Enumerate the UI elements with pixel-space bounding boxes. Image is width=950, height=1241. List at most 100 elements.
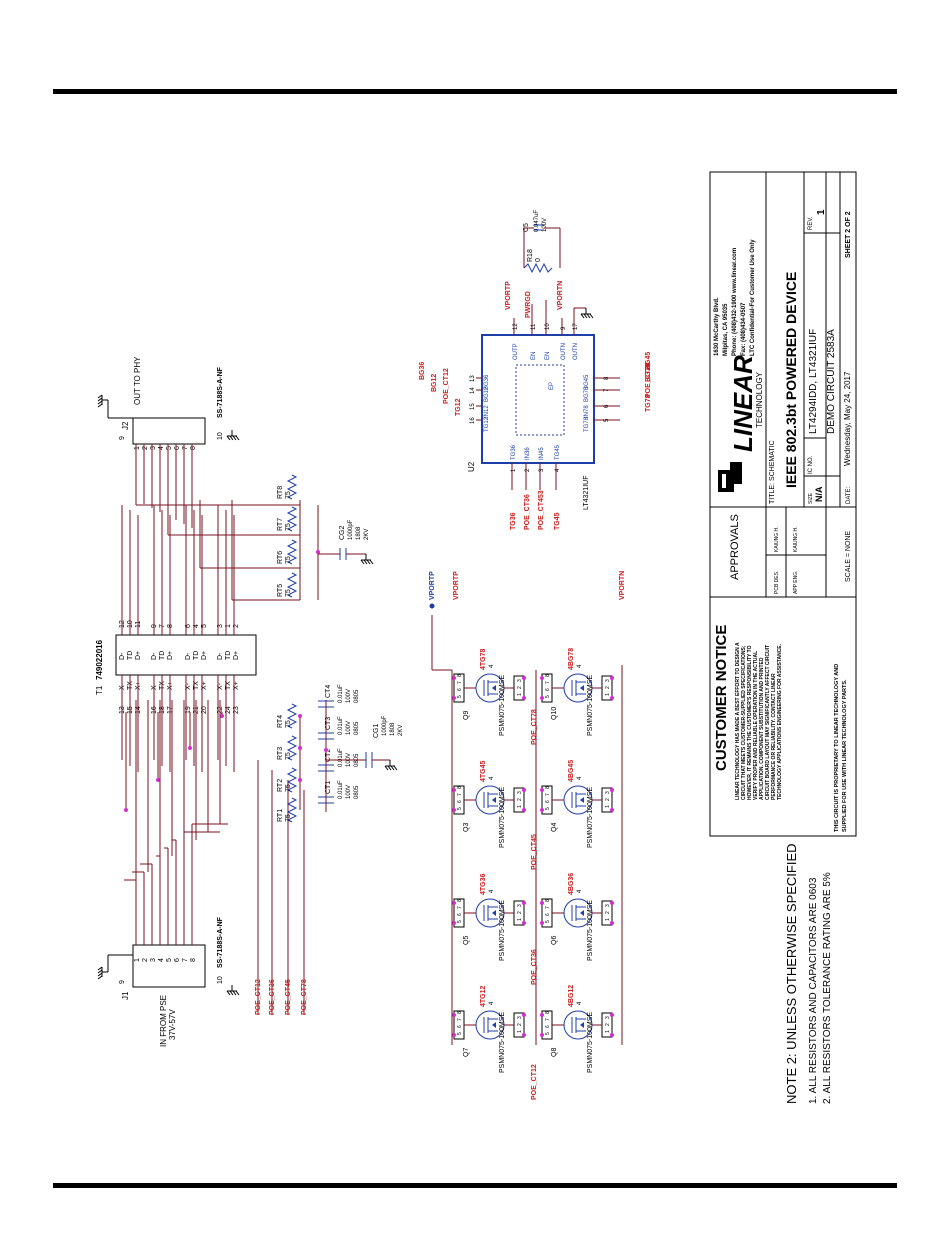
resistor-value: 0 xyxy=(535,258,542,262)
j2-pin-3: 3 xyxy=(150,446,157,450)
mosfet-part: PSMN075-100MSE xyxy=(587,787,594,848)
resistor-ref: RT3 xyxy=(277,747,284,760)
junction-dot xyxy=(452,696,456,700)
cap-value: 100V xyxy=(346,785,352,799)
junction-dot xyxy=(610,1013,614,1017)
u2-pin-number: 14 xyxy=(470,387,476,394)
u2-pin-name: IN45 xyxy=(539,447,545,460)
address-line-1: 1630 McCarthy Blvd. xyxy=(714,297,720,356)
u2-ref: U2 xyxy=(467,461,476,472)
scale-text: SCALE = NONE xyxy=(845,531,852,582)
t1-left-label: TX xyxy=(193,681,200,690)
wire xyxy=(369,559,374,565)
mosfet-pin: 5 xyxy=(457,1032,463,1035)
t1-right-label: TD xyxy=(225,651,232,660)
customer-notice-body: LINEAR TECHNOLOGY HAS MADE A BEST EFFORT… xyxy=(735,642,783,800)
mosfet-gate-net: 4TG12 xyxy=(480,985,487,1007)
wire xyxy=(232,435,237,441)
junction-dot xyxy=(324,748,328,752)
j1-caption-1: IN FROM PSE xyxy=(159,995,168,1047)
mosfet-part: PSMN075-100MSE xyxy=(587,675,594,736)
u2-pin-number: 1 xyxy=(511,468,517,472)
u2-net-label: TG45 xyxy=(554,512,561,530)
junction-dot xyxy=(522,788,526,792)
junction-dot xyxy=(452,1033,456,1037)
cap-value: 1808 xyxy=(390,722,396,736)
mosfet-pin: 1 xyxy=(517,1030,523,1033)
title-label: TITLE: SCHEMATIC xyxy=(769,440,776,504)
u2-pin-name: BG36 xyxy=(484,374,490,390)
t1-right-label: D- xyxy=(185,652,192,660)
mosfet-gate-net: 4BG45 xyxy=(568,760,575,782)
mosfet-part: PSMN075-100MSE xyxy=(499,1012,506,1073)
rev-value: 1 xyxy=(816,209,827,215)
mosfet-arrow xyxy=(580,797,584,803)
mosfet-pin: 6 xyxy=(457,688,463,691)
j2-caption: OUT TO PHY xyxy=(133,356,142,405)
u2-pin-number: 11 xyxy=(531,323,537,330)
mosfet-pin: 8 xyxy=(545,674,551,677)
resistor-ref: RT2 xyxy=(277,779,284,792)
mosfet-pin: 6 xyxy=(457,1025,463,1028)
resistor-zigzag xyxy=(286,506,298,532)
junction-dot xyxy=(188,746,192,750)
wire xyxy=(390,765,395,771)
wire xyxy=(580,313,585,319)
cap-value: 2KV xyxy=(398,725,404,736)
u2-pin-name: BG45 xyxy=(584,374,590,390)
app-eng-value: KAIUNG H. xyxy=(793,526,799,552)
mosfet-pin: 6 xyxy=(457,800,463,803)
wire xyxy=(97,972,103,977)
mosfet-gate-pin: 4 xyxy=(577,664,583,668)
junction-dot xyxy=(540,808,544,812)
resistor-value: 75 xyxy=(285,556,292,564)
u2-pin-name: OUTP xyxy=(513,343,519,360)
mosfet-pin: 7 xyxy=(545,1018,551,1021)
mosfet-ref: Q6 xyxy=(551,936,558,945)
junction-dot xyxy=(452,1013,456,1017)
u2-pin-number: 16 xyxy=(470,417,476,424)
j1-ref: J1 xyxy=(121,991,130,1000)
cap-value: 100V xyxy=(542,218,548,232)
u2-pin-number: 10 xyxy=(545,323,551,330)
vportp-rail-label: VPORTP xyxy=(453,571,460,600)
resistor-zigzag xyxy=(286,735,298,761)
customer-notice-line: APPLICATION. COMPONENT SUBSTITUTION AND … xyxy=(759,657,765,800)
mosfet-pin: 6 xyxy=(545,688,551,691)
mosfet-pin: 8 xyxy=(457,1011,463,1014)
j2-pin-7: 7 xyxy=(182,446,189,450)
u2-exposed-pad xyxy=(515,364,565,436)
mosfet-pin: 5 xyxy=(545,695,551,698)
u2-vportn-label: VPORTN xyxy=(557,281,564,310)
junction-dot xyxy=(540,921,544,925)
u2-pin-number: 15 xyxy=(470,403,476,410)
t1-right-label: D+ xyxy=(201,651,208,660)
cap-value: 0805 xyxy=(354,721,360,735)
junction-dot xyxy=(522,808,526,812)
mosfet-gate-pin: 4 xyxy=(489,776,495,780)
junction-dot xyxy=(522,1033,526,1037)
wire xyxy=(232,990,237,996)
junction-dot xyxy=(522,1013,526,1017)
wire xyxy=(229,990,234,996)
j1-pin-4: 4 xyxy=(158,958,165,962)
cap-value: 1808 xyxy=(356,526,362,540)
demo-circuit: DEMO CIRCUIT 2583A xyxy=(826,329,837,434)
wire xyxy=(97,394,103,399)
cap-value: 0805 xyxy=(354,785,360,799)
wire xyxy=(235,990,240,996)
u2-pin-name: TG36 xyxy=(511,444,517,460)
logo-text: LINEAR xyxy=(728,355,758,452)
